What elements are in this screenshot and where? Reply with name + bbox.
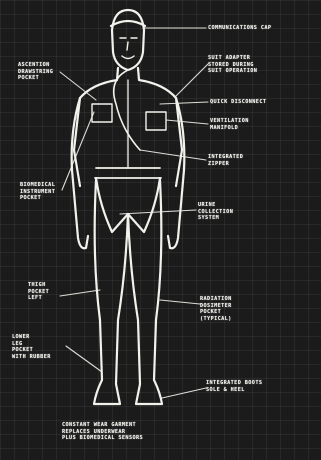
face-features <box>120 38 137 59</box>
label-collection-system: URINE COLLECTION SYSTEM <box>198 202 233 222</box>
bottom-caption: CONSTANT WEAR GARMENT REPLACES UNDERWEAR… <box>62 422 143 442</box>
belt-line <box>95 168 161 178</box>
communications-cap-band <box>111 21 145 26</box>
hose-line <box>114 70 140 150</box>
left-arm <box>72 98 88 248</box>
label-ascent-pocket: ASCENTION DRAWSTRING POCKET <box>18 62 53 82</box>
leader-lines <box>60 28 208 398</box>
label-suit-adapter: SUIT ADAPTER STORED DURING SUIT OPERATIO… <box>208 55 257 75</box>
chest-pocket-left <box>92 104 112 122</box>
label-radiation-pocket: RADIATION DOSIMETER POCKET (TYPICAL) <box>200 296 232 322</box>
head-outline <box>112 10 144 70</box>
label-ventilation-manifold: VENTILATION MANIFOLD <box>210 118 249 131</box>
label-integrated-zipper: INTEGRATED ZIPPER <box>208 154 243 167</box>
label-communications-cap: COMMUNICATIONS CAP <box>208 25 271 32</box>
label-lower-leg-pocket: LOWER LEG POCKET WITH RUBBER <box>12 334 51 360</box>
label-biomedical-pocket: BIOMEDICAL INSTRUMENT POCKET <box>20 182 55 202</box>
manifold-fitting <box>146 112 166 130</box>
label-thigh-pocket: THIGH POCKET LEFT <box>28 282 49 302</box>
label-quick-disconnect: QUICK DISCONNECT <box>210 99 266 106</box>
label-integrated-boots: INTEGRATED BOOTS SOLE & HEEL <box>206 380 262 393</box>
